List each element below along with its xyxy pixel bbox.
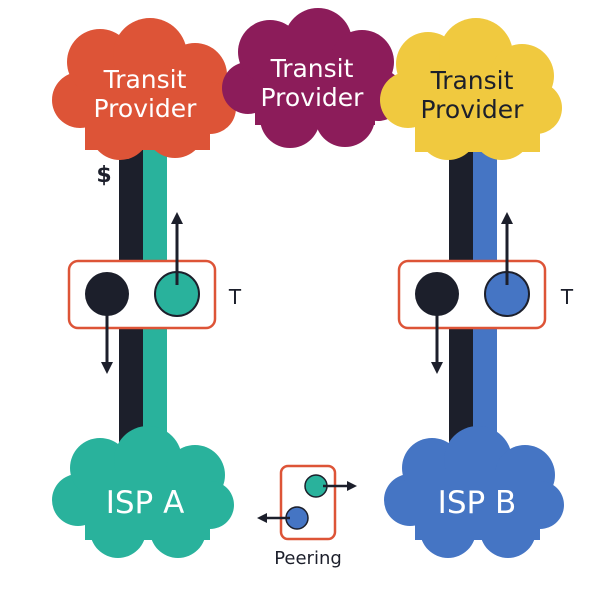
transit-box-a	[67, 212, 217, 374]
cloud-shape	[52, 18, 236, 160]
isp-a-cloud: ISP A	[52, 426, 234, 558]
transit-right-line2: Provider	[421, 95, 525, 124]
transit-middle-line1: Transit	[270, 54, 354, 83]
cloud-shape	[52, 426, 234, 558]
cloud-shape	[380, 18, 562, 160]
peering-box-frame	[279, 464, 337, 541]
isp-a-label: ISP A	[106, 485, 185, 521]
transit-provider-right-cloud: Transit Provider	[380, 18, 562, 160]
dollar-label: $	[96, 163, 111, 188]
isp-b-label: ISP B	[438, 485, 517, 521]
transit-a-label: T	[228, 285, 242, 309]
transit-right-line1: Transit	[430, 66, 514, 95]
transit-box-a-dark-node	[85, 272, 129, 316]
transit-left-line2: Provider	[94, 94, 198, 123]
transit-b-label: T	[560, 285, 574, 309]
transit-box-b	[397, 212, 547, 374]
transit-left-line1: Transit	[103, 65, 187, 94]
cloud-shape	[384, 426, 564, 558]
transit-provider-middle-cloud: Transit Provider	[222, 8, 404, 148]
cloud-shape	[222, 8, 404, 148]
peering-label: Peering	[274, 548, 342, 569]
peering-box	[257, 464, 357, 541]
isp-b-cloud: ISP B	[384, 426, 564, 558]
transit-middle-line2: Provider	[261, 83, 365, 112]
transit-box-b-dark-node	[415, 272, 459, 316]
transit-provider-left-cloud: Transit Provider	[52, 18, 236, 160]
